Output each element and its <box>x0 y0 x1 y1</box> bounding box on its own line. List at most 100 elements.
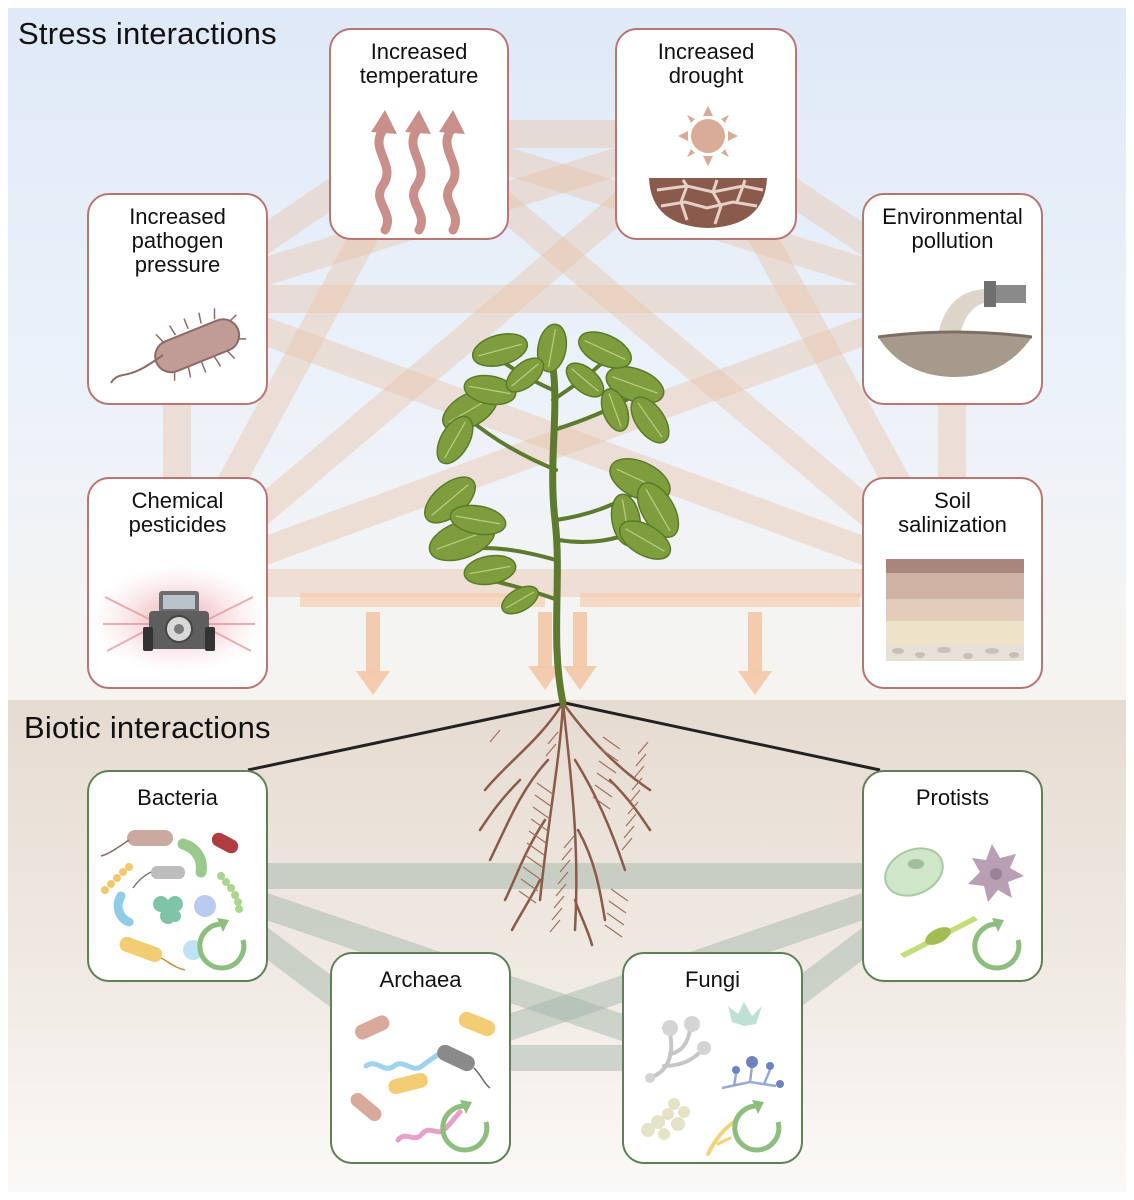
root-hair <box>518 890 537 904</box>
root-hair <box>532 806 551 820</box>
root-hair <box>602 736 621 750</box>
leaf-vein <box>478 343 522 357</box>
root-strand <box>483 701 565 792</box>
stress-card-label: Chemical pesticides <box>128 488 227 537</box>
root-hair <box>594 784 613 798</box>
root-hair <box>553 895 565 909</box>
stress-card-increased-pathogen-pressure: Increased pathogen pressure <box>87 193 268 405</box>
soil-layers-icon <box>886 559 1024 661</box>
root-hair <box>524 854 543 868</box>
leaf-vein <box>637 402 663 438</box>
stress-link <box>172 285 957 597</box>
root-hair <box>545 743 557 757</box>
tractor-spraying-icon <box>91 565 267 673</box>
biotic-card-label: Protists <box>915 785 990 810</box>
stress-card-chemical-pesticides: Chemical pesticides <box>87 477 268 689</box>
root-strand <box>488 758 550 862</box>
fungi-icon <box>641 1002 784 1156</box>
root-hair <box>606 912 625 926</box>
root-hair <box>627 801 639 815</box>
biotic-interactions-title: Biotic interactions <box>24 710 271 745</box>
protists-icon <box>884 844 1024 971</box>
root-hair <box>534 794 553 808</box>
stress-card-label: Environmental pollution <box>882 204 1023 253</box>
heat-waves-icon <box>371 110 465 235</box>
biotic-card-bacteria: Bacteria <box>87 770 268 982</box>
stress-card-environmental-pollution: Environmental pollution <box>862 193 1043 405</box>
leaf-vein <box>469 565 511 575</box>
leaf-vein <box>571 368 599 392</box>
plant-branch <box>468 418 558 472</box>
root-hair <box>625 813 637 827</box>
root-strand <box>561 701 578 932</box>
root-strand <box>510 878 542 932</box>
root-hair <box>629 789 641 803</box>
root-hair <box>520 878 539 892</box>
root-hair <box>530 818 549 832</box>
root-hair <box>563 835 575 849</box>
root-hair <box>623 825 635 839</box>
leaf-vein <box>612 376 658 394</box>
root-link-bacteria <box>247 701 566 772</box>
root-hair <box>610 888 629 902</box>
leaf-vein <box>584 339 626 361</box>
leaf-vein <box>444 421 466 459</box>
bacteria-cluster-icon <box>100 830 247 971</box>
root-hair <box>559 859 571 873</box>
leaf-vein <box>455 515 501 525</box>
stress-arrow-head <box>563 666 597 690</box>
stress-arrow-head <box>528 666 562 690</box>
stress-card-label: Soil salinization <box>898 488 1007 537</box>
leaf-vein <box>469 385 511 395</box>
stress-arrow-shaft <box>573 612 587 668</box>
root-strand <box>576 828 607 922</box>
stress-arrow-head <box>356 671 390 695</box>
stress-card-soil-salinization: Soil salinization <box>862 477 1043 689</box>
root-hair <box>551 907 563 921</box>
tomato-plant-illustration <box>247 323 881 947</box>
root-hair <box>536 782 555 796</box>
root-hair <box>555 883 567 897</box>
stress-card-label: Increased pathogen pressure <box>129 204 226 277</box>
sun-cracked-soil-icon <box>649 106 767 228</box>
leaf-vein <box>505 591 535 609</box>
root-hair <box>528 830 547 844</box>
leaf-vein <box>608 393 622 427</box>
leaf-vein <box>431 484 469 516</box>
bacterium-icon <box>110 308 247 384</box>
root-link-protists <box>564 701 881 772</box>
stress-card-label: Increased temperature <box>359 39 479 88</box>
root-strand <box>503 818 547 902</box>
root-hair <box>526 842 545 856</box>
archaea-icon <box>350 1011 496 1153</box>
root-strand <box>561 701 652 792</box>
root-hair <box>549 919 561 933</box>
root-hair <box>608 900 627 914</box>
stress-card-label: Increased drought <box>657 39 755 88</box>
stress-arrow-head <box>738 671 772 695</box>
stress-interactions-title: Stress interactions <box>18 16 277 51</box>
stress-card-increased-temperature: Increased temperature <box>329 28 509 240</box>
biotic-card-protists: Protists <box>862 770 1043 982</box>
root-hair <box>489 729 501 743</box>
leaf-vein <box>645 488 671 532</box>
root-hair <box>600 748 619 762</box>
stress-arrow-shaft <box>748 612 762 673</box>
biotic-card-label: Archaea <box>379 967 462 992</box>
root-strand <box>538 701 565 902</box>
root-hair <box>637 741 649 755</box>
root-hair <box>598 760 617 774</box>
biotic-card-label: Fungi <box>684 967 741 992</box>
root-hair <box>561 847 573 861</box>
root-hair <box>522 866 541 880</box>
stress-link <box>172 285 957 597</box>
root-hair <box>592 796 611 810</box>
root-strand <box>573 758 627 872</box>
root-hair <box>604 924 623 938</box>
root-strand <box>478 778 522 832</box>
stress-arrow-shaft <box>366 612 380 673</box>
leaf-vein <box>625 528 665 552</box>
biotic-card-archaea: Archaea <box>330 952 511 1164</box>
root-hair <box>547 731 559 745</box>
root-hair <box>635 753 647 767</box>
